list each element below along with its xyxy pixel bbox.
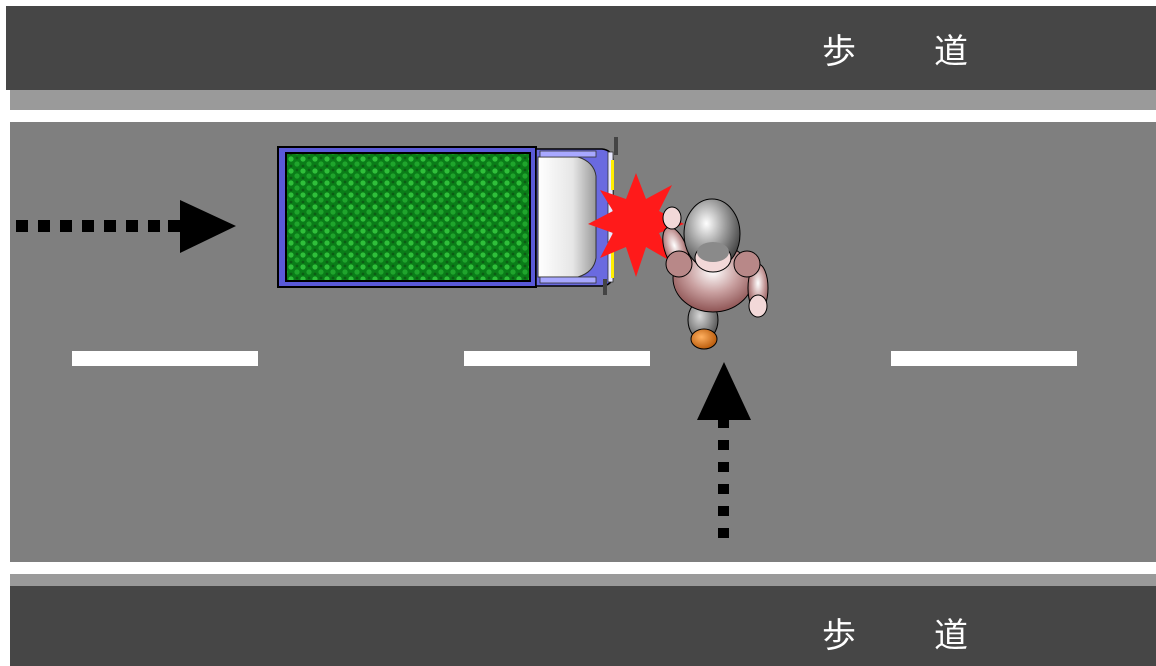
- truck-icon: [278, 137, 618, 295]
- arrow-right-icon: [16, 200, 236, 253]
- arrow-up-icon: [697, 362, 751, 538]
- pedestrian-icon: [657, 199, 768, 349]
